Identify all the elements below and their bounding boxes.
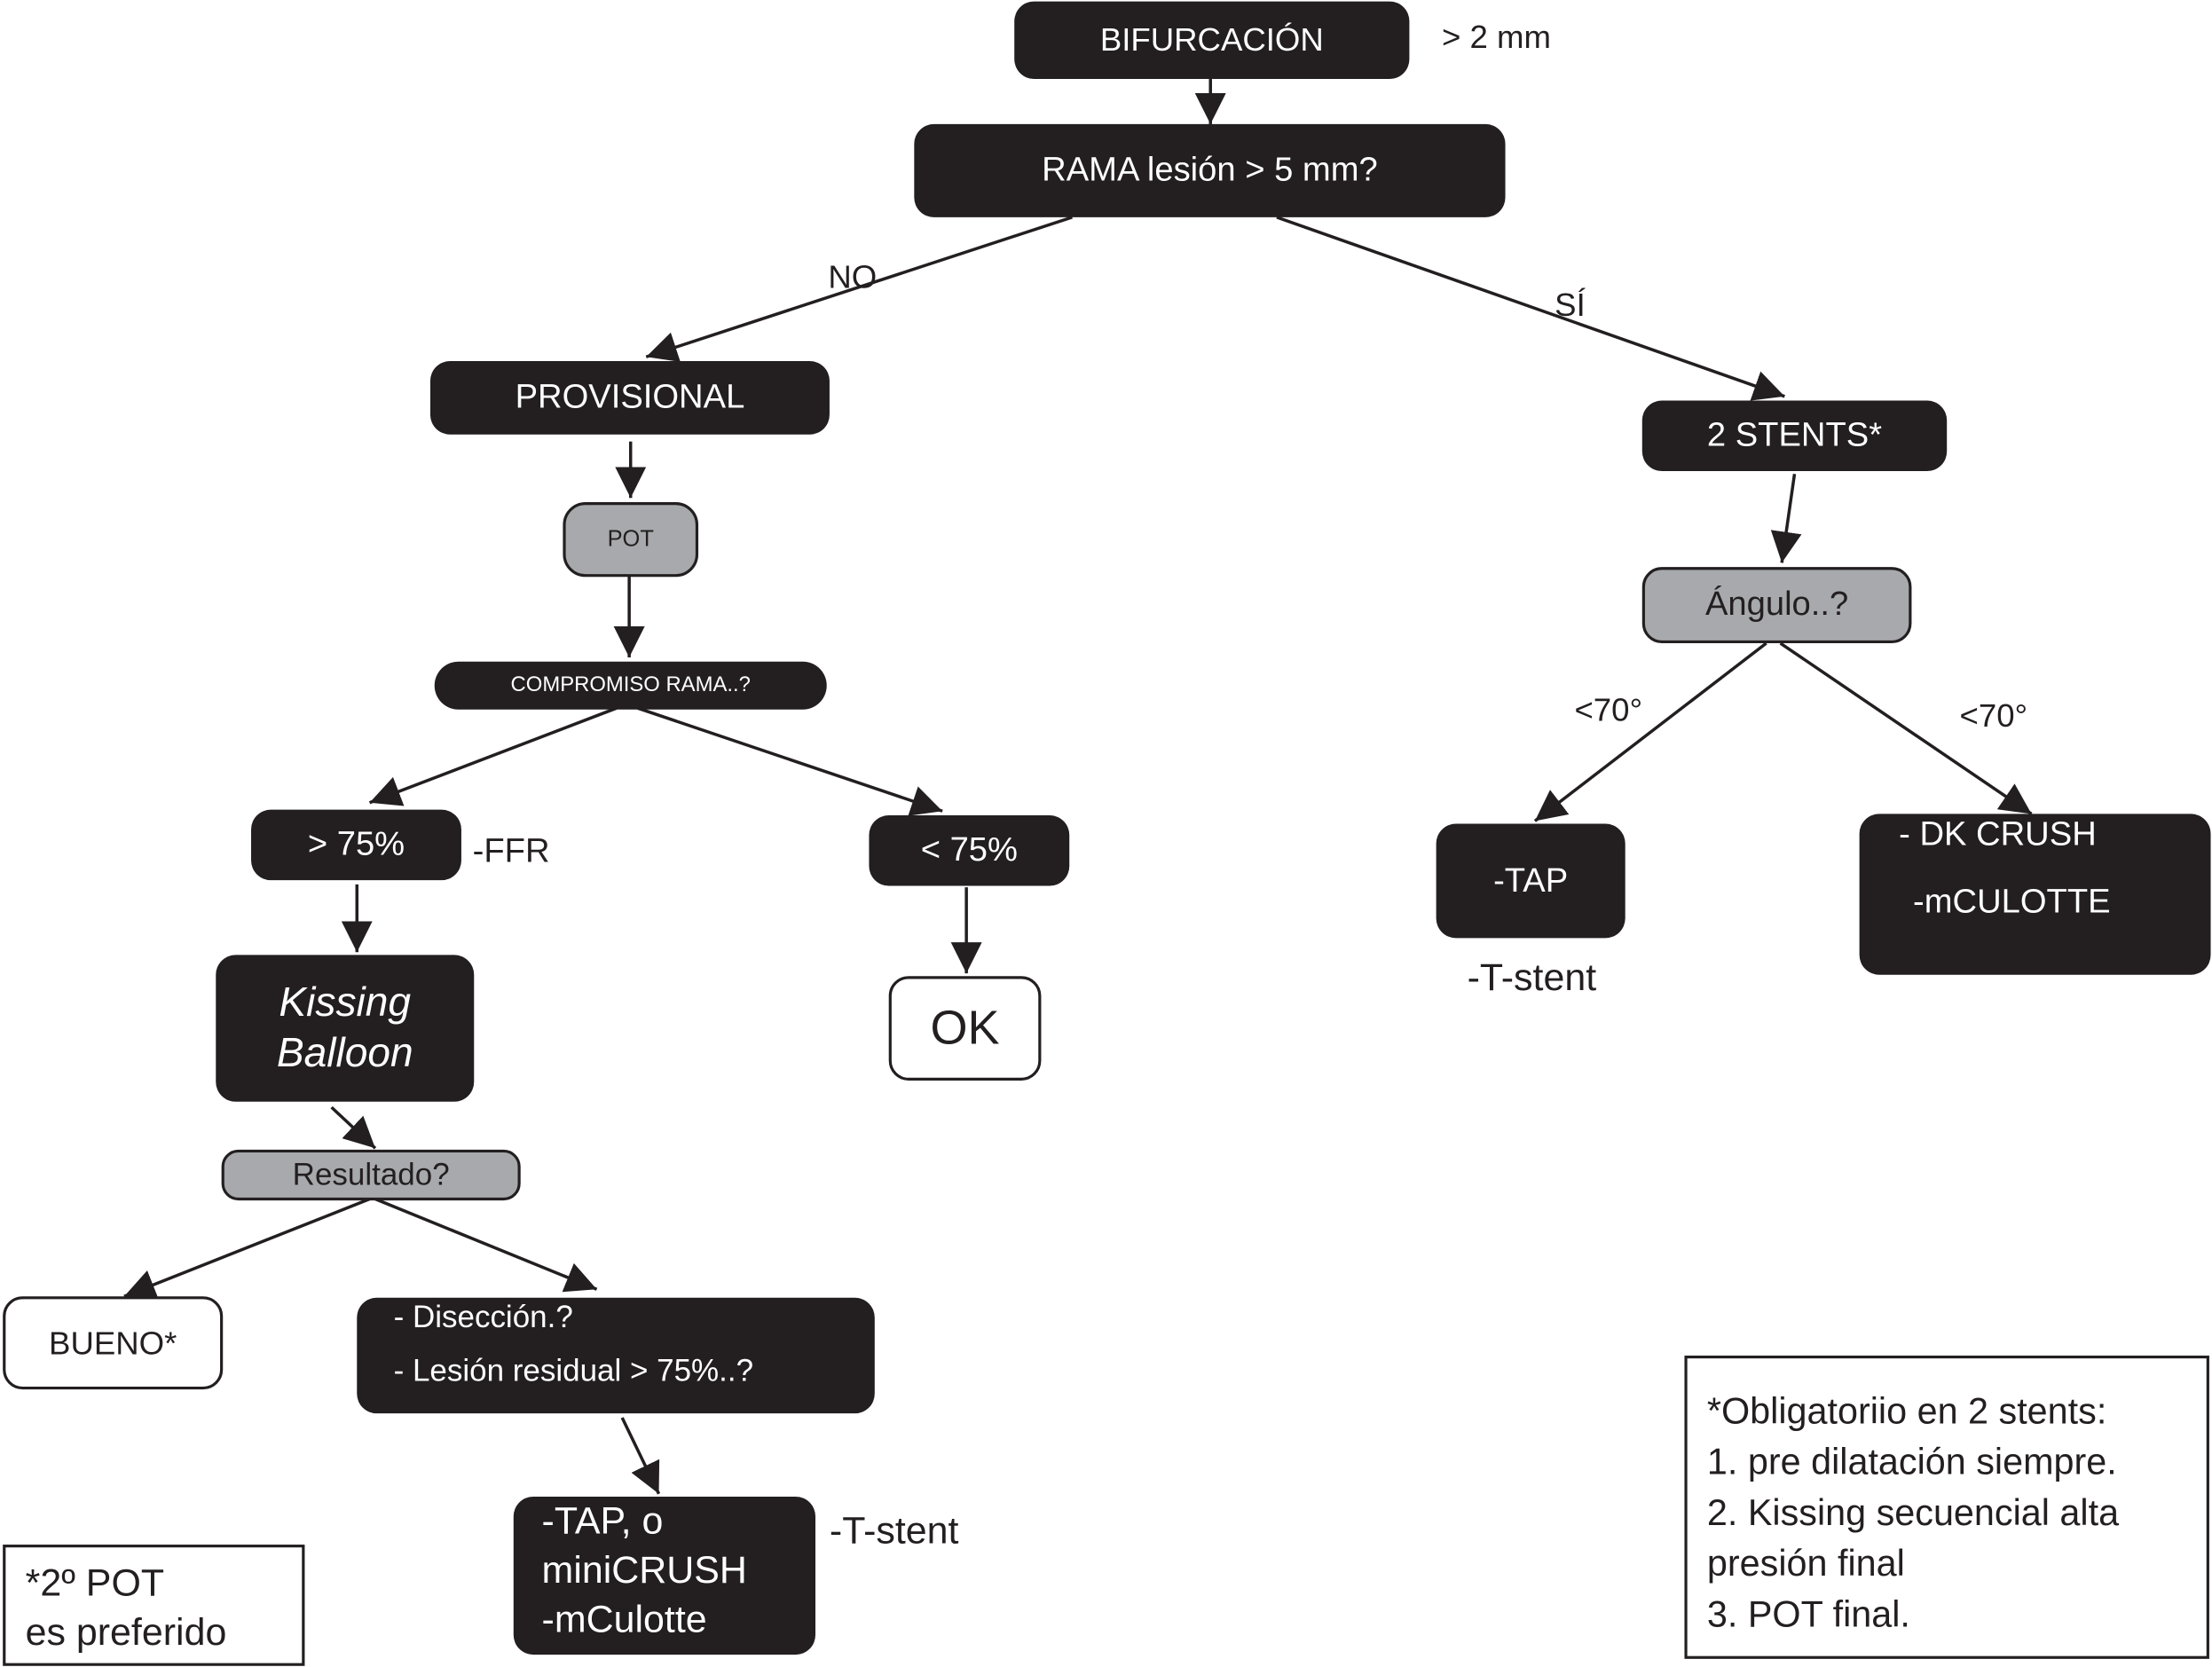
node-mayor-75: > 75% xyxy=(251,809,461,881)
label-ffr: -FFR xyxy=(472,832,550,871)
node-compromiso-rama: COMPROMISO RAMA..? xyxy=(434,661,827,710)
edge-diseccion-tap xyxy=(620,1417,661,1495)
node-resultado: Resultado? xyxy=(221,1149,521,1201)
edge-rama-2stents xyxy=(1276,216,1785,401)
node-ok: OK xyxy=(888,976,1042,1081)
node-dk-crush: - DK CRUSH -mCULOTTE xyxy=(1859,814,2211,975)
node-tap: -TAP xyxy=(1436,823,1626,939)
label-angle-left: <70° xyxy=(1574,691,1643,728)
note-obligatorio: *Obligatoriio en 2 stents: 1. pre dilata… xyxy=(1684,1355,2209,1659)
edge-compromiso-menor75 xyxy=(637,706,943,816)
edge-angulo-tap xyxy=(1533,641,1767,822)
node-kissing-balloon: Kissing Balloon xyxy=(216,955,475,1102)
node-2-stents: 2 STENTS* xyxy=(1641,400,1948,472)
node-bifurcacion: BIFURCACIÓN xyxy=(1014,1,1410,80)
edge-compromiso-mayor75 xyxy=(368,706,618,806)
node-tap-minicrush: -TAP, o miniCRUSH -mCulotte xyxy=(513,1496,816,1655)
note-pot-preferido: *2º POT es preferido xyxy=(3,1545,305,1666)
edge-resultado-diseccion xyxy=(374,1197,598,1293)
label-size: > 2 mm xyxy=(1441,18,1551,56)
edge-resultado-bueno xyxy=(123,1197,371,1300)
node-rama-lesion: RAMA lesión > 5 mm? xyxy=(914,123,1506,217)
node-pot: POT xyxy=(563,502,699,578)
edge-kissing-resultado xyxy=(330,1105,377,1150)
label-t-stent-right: -T-stent xyxy=(1467,956,1597,999)
node-provisional: PROVISIONAL xyxy=(429,361,830,435)
node-menor-75: < 75% xyxy=(869,815,1070,886)
label-si: SÍ xyxy=(1555,286,1586,324)
label-t-stent-left: -T-stent xyxy=(829,1509,959,1552)
label-angle-right: <70° xyxy=(1959,696,2028,734)
node-diseccion: - Disección.? - Lesión residual > 75%..? xyxy=(357,1297,875,1414)
node-bueno: BUENO* xyxy=(3,1296,224,1390)
edge-angulo-dkcrush xyxy=(1779,641,2033,815)
edge-2stents-angulo xyxy=(1770,473,1802,563)
label-no: NO xyxy=(828,257,878,295)
node-angulo: Ángulo..? xyxy=(1641,567,1912,644)
edge-rama-provisional xyxy=(645,216,1073,362)
